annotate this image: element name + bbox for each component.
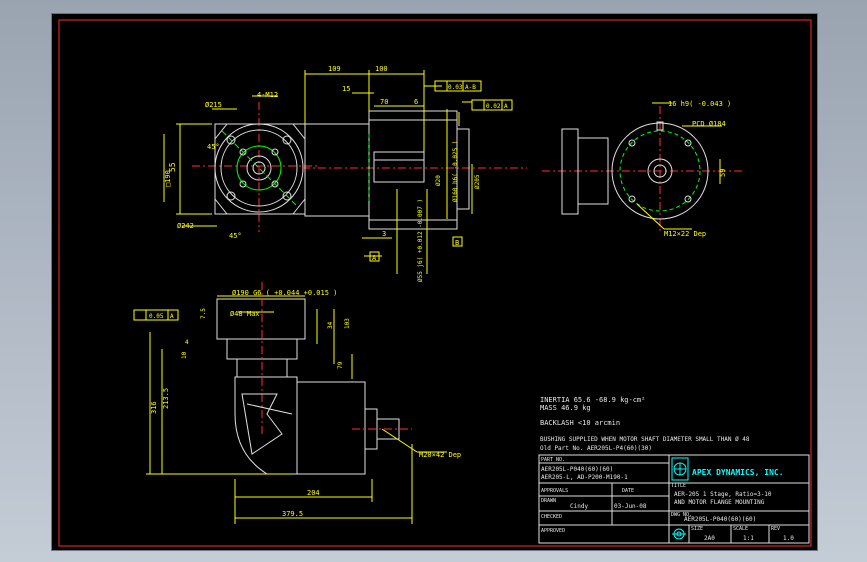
size-value: 2A0: [704, 535, 715, 542]
fcf-bottom-value: 0.05: [149, 313, 164, 320]
approved-label: APPROVED: [541, 528, 565, 534]
dwg-no: AER205L-P040(60)(60): [684, 516, 756, 523]
sheet-border: [58, 19, 812, 547]
part-no-label: PART NO.: [541, 457, 565, 463]
dim-phi190: Ø190 G6 ( +0.044 +0.015 ): [232, 289, 337, 297]
fcf-bottom-ref: A: [170, 313, 174, 320]
dim-m20: M20×42 Dep: [419, 451, 461, 459]
rev-label: REV: [771, 526, 780, 532]
datum-a-box: [369, 251, 380, 262]
dim-phi160: Ø160 h6( -0.025 ): [452, 141, 459, 202]
dim-100: 100: [375, 65, 388, 73]
dim-sq190: □190: [164, 170, 172, 187]
note-backlash: BACKLASH <10 arcmin: [540, 419, 620, 427]
dim-79: 79: [337, 361, 344, 369]
approvals-label: APPROVALS: [541, 488, 568, 494]
note-inertia: INERTIA 65.6 -68.9 kg-cm²: [540, 396, 645, 404]
title-line-2: AND MOTOR FLANGE MOUNTING: [674, 499, 765, 506]
front-view: [163, 95, 317, 232]
datum-b: B: [455, 239, 459, 247]
dim-45-b: 45°: [229, 232, 242, 240]
dim-379-5: 379.5: [282, 510, 303, 518]
dim-34: 34: [327, 321, 334, 329]
dim-phi48: Ø48 Max: [230, 310, 260, 318]
title-label: TITLE: [671, 483, 686, 489]
dim-45-a: 45°: [207, 143, 220, 151]
dim-6: 6: [414, 98, 418, 106]
drawn-label: DRAWN: [541, 498, 556, 504]
dim-59: 59: [719, 169, 727, 177]
dim-109: 109: [328, 65, 341, 73]
note-old-part: Old Part No. AER205L-P4(60)(30): [540, 445, 652, 452]
datum-a: A: [372, 254, 377, 262]
dim-204: 204: [307, 489, 320, 497]
dim-phi20: Ø20: [435, 175, 442, 186]
dim-4-m12: 4-M12: [257, 91, 278, 99]
date-label: DATE: [622, 488, 634, 494]
dim-m12dep: M12×22 Dep: [664, 230, 706, 238]
rev-value: 1.0: [783, 535, 794, 542]
dim-7-5: 7.5: [200, 308, 207, 319]
side-view: [302, 70, 527, 274]
dwg-no-label: DWG NO.: [671, 512, 692, 518]
fcf-top-1-value: 0.03: [448, 84, 463, 91]
dim-3: 3: [382, 230, 386, 238]
title-block: [538, 454, 810, 544]
dim-pcd: PCD Ø184: [692, 120, 726, 128]
note-bushing: BUSHING SUPPLIED WHEN MOTOR SHAFT DIAMET…: [540, 436, 750, 443]
fcf-top-2-ref: A: [504, 103, 508, 110]
datum-b-box: [452, 236, 463, 247]
dim-phi55: Ø55 j6( +0.012 -0.007 ): [417, 199, 424, 282]
apex-logo-icon: [671, 457, 689, 481]
company-name: APEX DYNAMICS, INC.: [692, 468, 784, 477]
assembly-view: [146, 282, 447, 524]
fcf-bottom: [133, 309, 179, 321]
dim-70: 70: [380, 98, 388, 106]
checked-label: CHECKED: [541, 514, 562, 520]
size-label: SIZE: [691, 526, 703, 532]
dim-55: 55: [168, 162, 177, 172]
title-line-1: AER-205 1 Stage, Ratio=3-10: [674, 491, 772, 498]
dim-phi215: Ø215: [205, 101, 222, 109]
fcf-top-2: [471, 99, 513, 111]
projection-symbol-icon: [672, 528, 686, 540]
dim-316: 316: [150, 401, 158, 414]
fcf-top-1: [434, 80, 482, 92]
scale-value: 1:1: [743, 535, 754, 542]
dim-phi205: Ø205: [474, 174, 481, 189]
part-no-1: AER205L-P040(60)(60): [541, 466, 613, 473]
dim-10: 10: [181, 351, 188, 359]
drawn-date: 03-Jun-08: [614, 503, 647, 510]
dim-15: 15: [342, 85, 350, 93]
cad-drawing: 4-M12 Ø215 Ø242 45° 45° □190 55: [58, 19, 812, 547]
cad-viewport[interactable]: 4-M12 Ø215 Ø242 45° 45° □190 55: [51, 13, 818, 551]
dim-4: 4: [185, 339, 189, 346]
part-no-2: AER205-L, AD-P200-M190-1: [541, 474, 628, 481]
fcf-top-1-ref: A-B: [465, 84, 476, 91]
drawn-by: Cindy: [570, 503, 588, 510]
end-view: [542, 102, 742, 234]
note-mass: MASS 46.9 kg: [540, 404, 591, 412]
dim-213-5: 213.5: [162, 388, 170, 409]
dim-key16: 16 h9( -0.043 ): [668, 100, 731, 108]
dim-103: 103: [344, 318, 351, 329]
scale-label: SCALE: [733, 526, 748, 532]
fcf-top-2-value: 0.02: [486, 103, 501, 110]
dim-phi242: Ø242: [177, 222, 194, 230]
